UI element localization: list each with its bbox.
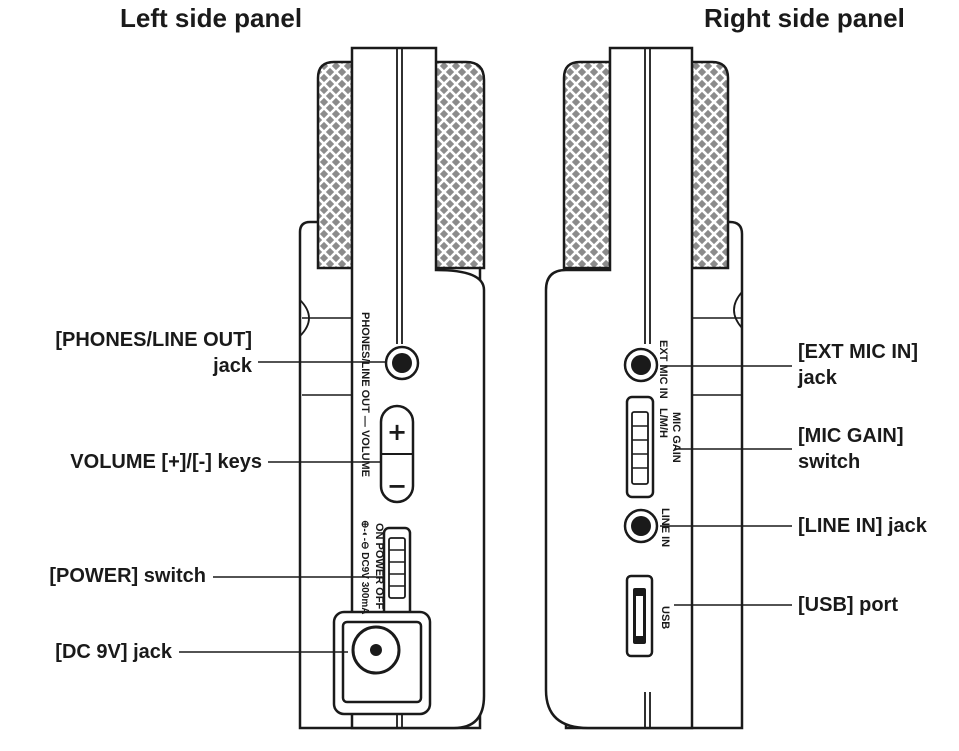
mic-gain-engraving-line2: MIC GAIN [670,412,682,463]
right-mic-grill-rear [562,60,612,270]
callout-volume-text: VOLUME [+]/[-] keys [70,451,262,473]
callout-phones-line2: jack [213,355,252,377]
leader-lines [179,361,792,653]
callout-line-in: [LINE IN] jack [798,513,927,539]
mic-gain-engraving-line1: L/M/H [657,408,669,438]
callout-mic-gain: [MIC GAIN] switch [798,423,904,475]
volume-plus-key[interactable]: + [387,418,407,446]
callout-power-switch: [POWER] switch [49,563,206,589]
callout-ext-line1: [EXT MIC IN] [798,341,918,363]
left-panel-heading: Left side panel [120,3,303,33]
left-mic-grill-rear [316,60,354,270]
usb-engraving: USB [659,606,671,629]
right-device-body [544,46,694,730]
callout-usb-text: [USB] port [798,594,898,616]
ext-mic-in-engraving: EXT MIC IN [657,340,669,399]
line-in-engraving: LINE IN [659,508,671,547]
callout-gain-line2: switch [798,451,861,473]
phones-volume-engraving: PHONES/LINE OUT — VOLUME [359,312,371,477]
left-device: + − PHONES/LINE OUT — VOLUME ON POWER OF… [298,46,486,730]
callout-phones-line1: [PHONES/LINE OUT] [55,329,252,351]
power-engraving-line2: ⊕-◐-⊖ DC9V 300mA [359,520,370,615]
power-engraving-line1: ON POWER OFF [373,523,385,609]
callout-power-text: [POWER] switch [49,565,206,587]
callout-dc-text: [DC 9V] jack [55,641,172,663]
callout-phones-line-out: [PHONES/LINE OUT] jack [55,327,252,379]
left-mic-grill-front [432,60,486,270]
callout-usb: [USB] port [798,592,898,618]
callout-line-in-text: [LINE IN] jack [798,515,927,537]
callout-ext-mic-in: [EXT MIC IN] jack [798,339,918,391]
right-panel-heading: Right side panel [704,3,905,33]
right-mic-grill-front [690,60,730,270]
callout-ext-line2: jack [798,367,837,389]
volume-minus-key[interactable]: − [387,472,407,500]
right-device: EXT MIC IN L/M/H MIC GAIN LINE IN USB [544,46,744,730]
callout-gain-line1: [MIC GAIN] [798,425,904,447]
callout-dc-jack: [DC 9V] jack [55,639,172,665]
callout-volume-keys: VOLUME [+]/[-] keys [70,449,262,475]
